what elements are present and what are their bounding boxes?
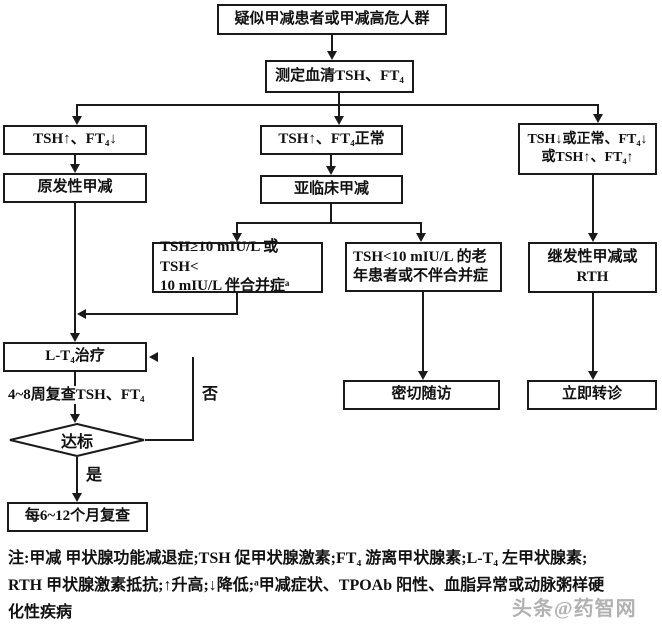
- connector-split-middle: [338, 104, 340, 117]
- arrowhead-down-icon: [593, 114, 603, 123]
- connector-subsplit-right: [420, 222, 422, 234]
- connector-subsplit-left: [236, 222, 238, 234]
- node-condition-tsh-up-ft4-down: TSH↑、FT₄↓: [3, 125, 147, 155]
- node-primary-hypothyroidism: 原发性甲减: [3, 173, 147, 203]
- arrowhead-down-icon: [72, 493, 82, 502]
- node-subclinical-hypothyroidism: 亚临床甲减: [260, 175, 403, 204]
- node-condition-tsh-down-or-normal: TSH↓或正常、FT₄↓ 或TSH↑、FT₄↑: [518, 123, 657, 175]
- node-followup-6-12-months: 每6~12个月复查: [7, 502, 148, 532]
- connector-midcond-subclinical: [330, 155, 332, 167]
- arrowhead-left-icon: [77, 309, 86, 319]
- arrowhead-down-icon: [418, 371, 428, 380]
- connector-lt10-observe: [422, 292, 424, 373]
- node-measure-tsh-ft4: 测定血清TSH、FT₄: [265, 60, 414, 93]
- node-tsh-ge10-with-comorbidity: TSH≥10 mIU/L 或 TSH< 10 mIU/L 伴合并症ᵃ: [152, 239, 323, 294]
- node-close-followup: 密切随访: [343, 380, 500, 410]
- arrowhead-down-icon: [72, 116, 82, 125]
- connector-ge10-join: [86, 313, 238, 315]
- node-lt4-treatment: L-T₄治疗: [3, 342, 147, 372]
- connector-primary-lt4: [74, 203, 76, 335]
- footnote: 注:甲减 甲状腺功能减退症;TSH 促甲状腺激素;FT₄ 游离甲状腺素;L-T₄…: [8, 550, 605, 621]
- connector-leftcond-primary: [74, 155, 76, 165]
- arrowhead-down-icon: [416, 233, 426, 242]
- connector-split-horizontal: [76, 104, 599, 106]
- connector-start-measure: [331, 35, 333, 53]
- edge-label-yes: 是: [84, 466, 105, 486]
- arrowhead-left-icon: [149, 352, 158, 362]
- connector-yes-followup: [76, 457, 78, 495]
- edge-label-no: 否: [200, 385, 221, 405]
- arrowhead-down-icon: [70, 333, 80, 342]
- node-secondary-hypothyroidism-rth: 继发性甲减或 RTH: [528, 242, 657, 293]
- node-immediate-referral: 立即转诊: [527, 380, 657, 410]
- connector-split-right: [597, 104, 599, 115]
- node-decision-target-reached: 达标: [9, 423, 145, 457]
- arrowhead-down-icon: [334, 116, 344, 125]
- edge-label-recheck: 4~8周复查TSH、FT₄: [6, 386, 147, 404]
- connector-rightcond-secondary: [592, 175, 594, 234]
- arrowhead-down-icon: [326, 166, 336, 175]
- connector-subclinical-split: [330, 204, 332, 223]
- connector-secondary-refer: [592, 293, 594, 373]
- diamond-shape-icon: [9, 423, 145, 457]
- connector-no-vertical: [192, 357, 194, 441]
- connector-measure-split: [338, 93, 340, 105]
- arrowhead-down-icon: [70, 164, 80, 173]
- watermark: 头条@药智网: [512, 598, 637, 620]
- connector-no-horizontal: [145, 439, 193, 441]
- arrowhead-down-icon: [588, 371, 598, 380]
- arrowhead-down-icon: [232, 233, 242, 242]
- arrowhead-down-icon: [70, 414, 80, 423]
- connector-subsplit-horizontal: [236, 222, 422, 224]
- node-condition-tsh-up-ft4-normal: TSH↑、FT₄正常: [260, 125, 403, 155]
- decision-label: 达标: [60, 434, 93, 451]
- connector-ge10-down: [236, 293, 238, 315]
- node-tsh-lt10-elderly: TSH<10 mIU/L 的老 年患者或不伴合并症: [345, 242, 502, 292]
- connector-split-left: [76, 104, 78, 117]
- arrowhead-down-icon: [327, 51, 337, 60]
- arrowhead-down-icon: [588, 233, 598, 242]
- node-start: 疑似甲减患者或甲减高危人群: [217, 4, 447, 35]
